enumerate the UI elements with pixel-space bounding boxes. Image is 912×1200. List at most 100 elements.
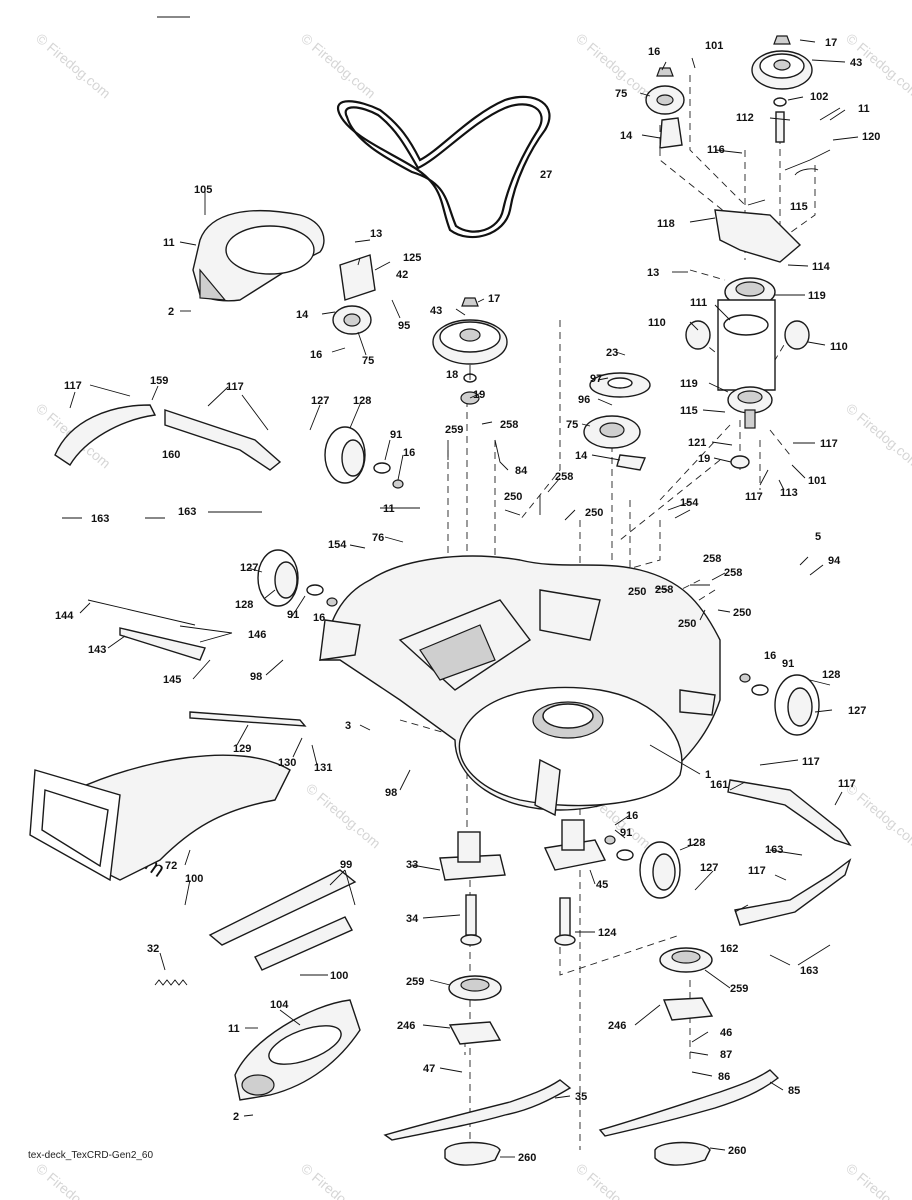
callout: 75 [566, 419, 578, 431]
callout: 163 [800, 965, 818, 977]
callout: 117 [226, 381, 244, 393]
callout: 16 [764, 650, 776, 662]
spindle-shaft-right [559, 897, 571, 939]
callout: 162 [720, 943, 738, 955]
callout: 99 [340, 859, 352, 871]
callout: 3 [345, 720, 351, 732]
watermark-text: © Firedog.com [843, 400, 912, 471]
callout: 102 [810, 91, 828, 103]
callout: 250 [678, 618, 696, 630]
callout: 86 [718, 1071, 730, 1083]
callout: 246 [608, 1020, 626, 1032]
callout: 11 [228, 1023, 240, 1035]
callout: 121 [688, 437, 706, 449]
watermark-text: © Firedog.com [298, 30, 379, 101]
front-bracket-left [54, 404, 157, 466]
callout: 101 [705, 40, 723, 52]
callout: 118 [657, 218, 675, 230]
callout: 112 [736, 112, 754, 124]
callout: 161 [710, 779, 728, 791]
callout: 250 [504, 491, 522, 503]
callout: 163 [178, 506, 196, 518]
blade-hub-right [654, 1141, 711, 1166]
callout: 258 [703, 553, 721, 565]
callout: 98 [385, 787, 397, 799]
callout: 160 [162, 449, 180, 461]
callout: 246 [397, 1020, 415, 1032]
callout: 16 [310, 349, 322, 361]
callout: 91 [287, 609, 299, 621]
callout: 33 [406, 859, 418, 871]
callout: 130 [278, 757, 296, 769]
callout: 47 [423, 1063, 435, 1075]
spindle-shaft-left [465, 894, 477, 936]
rear-bracket-lower [734, 858, 852, 926]
callout: 259 [406, 976, 424, 988]
callout: 96 [578, 394, 590, 406]
callout: 19 [473, 389, 485, 401]
callout: 120 [862, 131, 880, 143]
callout: 87 [720, 1049, 732, 1061]
callout: 17 [488, 293, 500, 305]
callout: 110 [648, 317, 666, 329]
callout: 14 [620, 130, 633, 142]
watermark-text: © Firedog.com [298, 1160, 379, 1200]
callout: 2 [168, 306, 174, 318]
side-gear-right [784, 320, 810, 350]
callout: 97 [590, 373, 602, 385]
callout: 258 [500, 419, 518, 431]
callout: 35 [575, 1091, 587, 1103]
callout: 127 [240, 562, 258, 574]
callout: 16 [648, 46, 660, 58]
callout: 117 [745, 491, 763, 503]
callout: 105 [194, 184, 212, 196]
rear-bracket-upper [727, 779, 852, 847]
callout: 117 [748, 865, 766, 877]
callout: 115 [680, 405, 698, 417]
callout: 119 [808, 290, 826, 302]
callout: 128 [353, 395, 371, 407]
blade-adapter-right [662, 997, 714, 1021]
callout: 143 [88, 644, 106, 656]
callout: 119 [680, 378, 698, 390]
blade-left [383, 1079, 572, 1141]
watermark-text: © Firedog.com [33, 1160, 114, 1200]
diagram-caption: tex-deck_TexCRD-Gen2_60 [28, 1150, 153, 1161]
callout: 125 [403, 252, 421, 264]
watermark-text: © Firedog.com [573, 30, 654, 101]
adjustment-rod [189, 711, 307, 727]
callout: 129 [233, 743, 251, 755]
callout: 116 [707, 144, 725, 156]
callout: 46 [720, 1027, 732, 1039]
callout: 131 [314, 762, 332, 774]
callout: 1 [705, 769, 711, 781]
callout: 113 [780, 487, 798, 499]
callout: 163 [765, 844, 783, 856]
callout: 14 [575, 450, 588, 462]
front-bracket-right [164, 409, 282, 471]
callout: 117 [820, 438, 838, 450]
watermark-text: © Firedog.com [33, 30, 114, 101]
leader-lines [62, 39, 859, 1158]
callout: 5 [815, 531, 821, 543]
watermark-text: © Firedog.com [843, 780, 912, 851]
blade-right [598, 1069, 780, 1137]
callout: 259 [730, 983, 748, 995]
callout: 27 [540, 169, 552, 181]
callout: 95 [398, 320, 410, 332]
callout: 124 [598, 927, 617, 939]
idler-bracket [339, 254, 376, 301]
callout: 2 [233, 1111, 239, 1123]
callout-labels: 17 43 102 112 11 120 16 101 75 14 116 11… [28, 37, 880, 1164]
callout: 250 [585, 507, 603, 519]
callout: 11 [858, 103, 870, 115]
lift-link [119, 627, 206, 661]
callout: 34 [406, 913, 419, 925]
callout: 258 [724, 567, 742, 579]
callout: 16 [313, 612, 325, 624]
callout: 104 [270, 999, 289, 1011]
blade-adapter-left [448, 1021, 502, 1045]
callout: 91 [390, 429, 402, 441]
callout: 127 [311, 395, 329, 407]
